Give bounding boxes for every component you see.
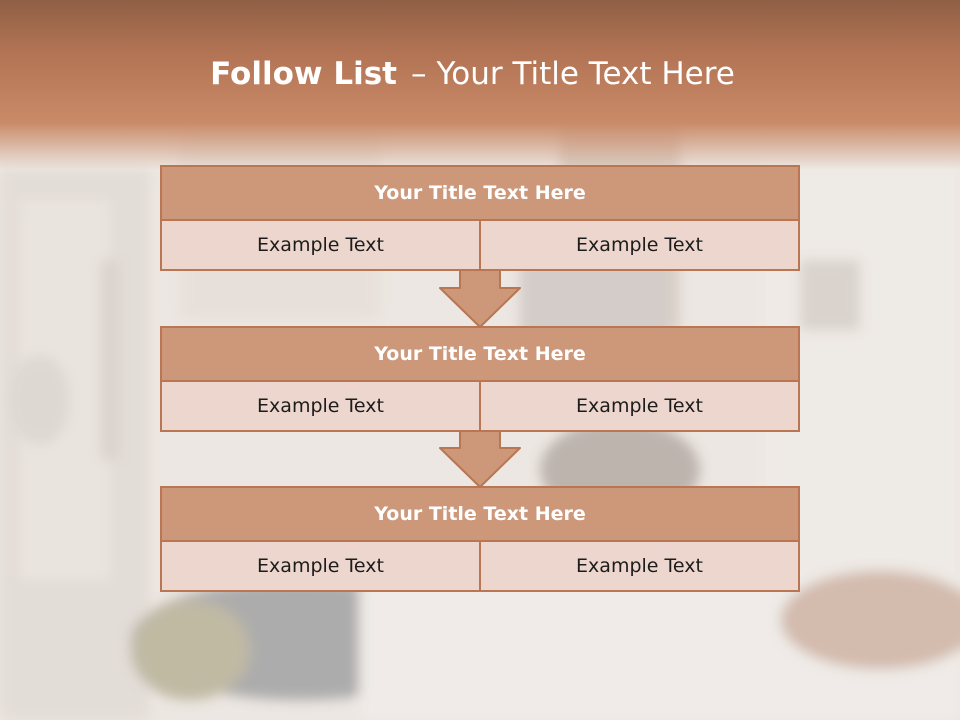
- block-cell-right: Example Text: [481, 382, 800, 432]
- slide-title: Follow List–Your Title Text Here: [0, 56, 945, 92]
- block-title: Your Title Text Here: [160, 165, 800, 221]
- block-row: Example Text Example Text: [160, 221, 800, 271]
- title-bold: Follow List: [210, 56, 397, 92]
- block-cell-left: Example Text: [160, 221, 481, 271]
- list-block-2: Your Title Text Here Example Text Exampl…: [160, 326, 800, 432]
- block-cell-left: Example Text: [160, 382, 481, 432]
- block-title: Your Title Text Here: [160, 486, 800, 542]
- block-row: Example Text Example Text: [160, 542, 800, 592]
- block-cell-right: Example Text: [481, 221, 800, 271]
- down-arrow-icon: [439, 268, 521, 328]
- header-band: [0, 0, 960, 170]
- down-arrow-icon: [439, 428, 521, 488]
- list-block-3: Your Title Text Here Example Text Exampl…: [160, 486, 800, 592]
- block-cell-right: Example Text: [481, 542, 800, 592]
- title-rest: Your Title Text Here: [436, 56, 735, 92]
- block-row: Example Text Example Text: [160, 382, 800, 432]
- block-title: Your Title Text Here: [160, 326, 800, 382]
- block-cell-left: Example Text: [160, 542, 481, 592]
- list-block-1: Your Title Text Here Example Text Exampl…: [160, 165, 800, 271]
- title-dash: –: [410, 56, 427, 92]
